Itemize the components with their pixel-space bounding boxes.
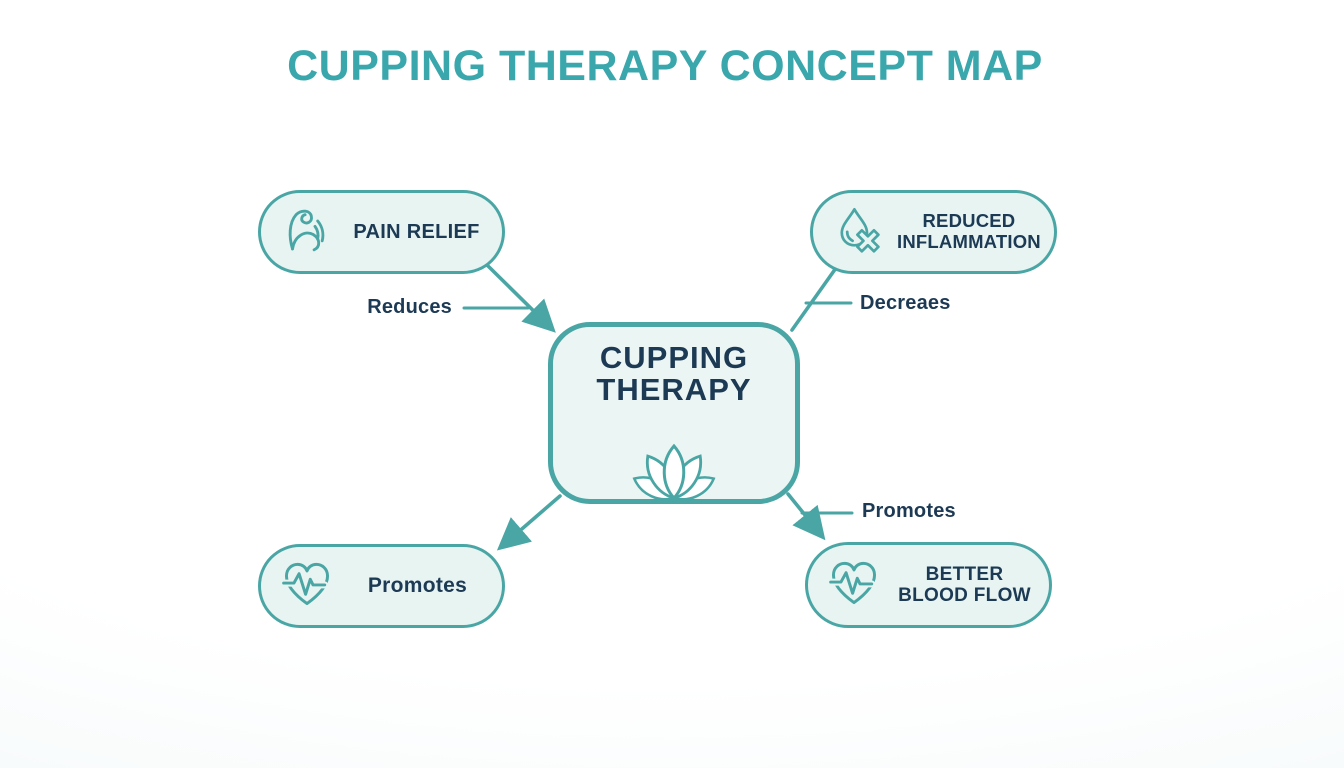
node-reduced-inflammation: REDUCED INFLAMMATION bbox=[810, 190, 1057, 274]
edge-center-to-promotes bbox=[496, 494, 562, 551]
edge-label-decreases: Decreaes bbox=[860, 292, 951, 314]
edge-center-to-blood-flow bbox=[786, 492, 826, 541]
node-label: BETTER BLOOD FLOW bbox=[898, 563, 1031, 606]
edge-label-reduces: Reduces bbox=[367, 296, 452, 318]
center-node-label: CUPPING THERAPY bbox=[596, 340, 752, 408]
edge-inflammation-to-center bbox=[790, 266, 838, 332]
edge-label-promotes: Promotes bbox=[862, 500, 956, 522]
node-pain-relief: PAIN RELIEF bbox=[258, 190, 505, 274]
node-better-blood-flow: BETTER BLOOD FLOW bbox=[805, 542, 1052, 628]
node-label: Promotes bbox=[367, 574, 468, 598]
muscle-icon bbox=[279, 203, 333, 262]
node-cupping-therapy: CUPPING THERAPY bbox=[548, 322, 800, 508]
droplet-crossed-icon bbox=[831, 203, 885, 262]
heart-pulse-icon bbox=[279, 556, 335, 617]
heart-pulse-icon bbox=[826, 555, 882, 616]
node-promotes: Promotes bbox=[258, 544, 505, 628]
page-title: CUPPING THERAPY CONCEPT MAP bbox=[287, 42, 1043, 90]
lotus-icon bbox=[609, 412, 739, 508]
node-label: REDUCED INFLAMMATION bbox=[897, 210, 1041, 252]
edge-pain-relief-to-center bbox=[484, 262, 556, 333]
node-label: PAIN RELIEF bbox=[353, 220, 480, 243]
